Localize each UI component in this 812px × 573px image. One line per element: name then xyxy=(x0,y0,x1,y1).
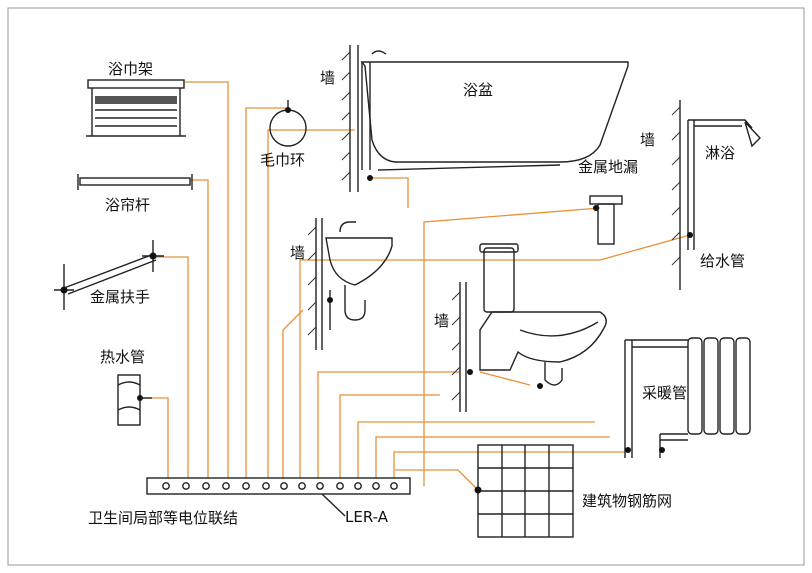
label-terminal-box: LER-A xyxy=(345,508,389,526)
hot-water-pipe-icon xyxy=(117,374,152,426)
label-rebar-mesh: 建筑物钢筋网 xyxy=(582,492,672,510)
wash-basin-icon xyxy=(307,218,393,350)
label-bathtub: 浴盆 xyxy=(463,81,493,99)
floor-drain-icon xyxy=(589,195,623,245)
shower-icon xyxy=(671,100,761,290)
towel-rack-icon xyxy=(86,79,186,137)
label-wall-toilet: 墙 xyxy=(434,312,449,330)
bathtub-icon xyxy=(341,45,629,192)
terminal-box xyxy=(146,477,411,517)
bonding-wires xyxy=(140,81,691,491)
label-towel-ring: 毛巾环 xyxy=(260,151,305,169)
label-wall-bathtub: 墙 xyxy=(320,69,335,87)
label-towel-rack: 浴巾架 xyxy=(108,60,153,78)
rebar-mesh-icon xyxy=(474,444,574,538)
frame xyxy=(7,7,805,566)
label-radiator-pipe: 采暖管 xyxy=(642,384,687,402)
label-shower: 淋浴 xyxy=(705,144,735,162)
grab-bar-icon xyxy=(54,240,164,310)
label-bonding-title: 卫生间局部等电位联结 xyxy=(88,509,238,527)
label-floor-drain: 金属地漏 xyxy=(578,158,638,176)
towel-ring-icon xyxy=(269,100,307,147)
toilet-icon xyxy=(451,243,607,412)
label-water-supply-pipe: 给水管 xyxy=(700,252,745,270)
label-wall-basin: 墙 xyxy=(290,244,305,262)
radiator-icon xyxy=(624,337,751,458)
label-wall-shower: 墙 xyxy=(640,131,655,149)
label-grab-bar: 金属扶手 xyxy=(90,288,150,306)
label-curtain-rod: 浴帘杆 xyxy=(105,196,150,214)
label-hot-water-pipe: 热水管 xyxy=(100,348,145,366)
curtain-rod-icon xyxy=(77,174,193,190)
